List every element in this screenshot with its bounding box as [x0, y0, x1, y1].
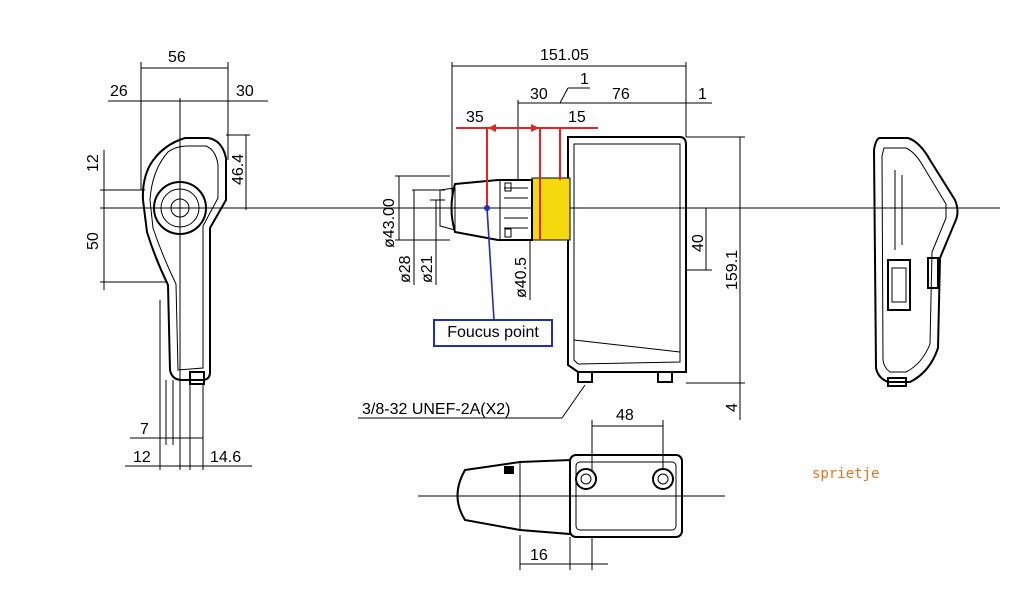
dim-gap-1: 1: [580, 71, 589, 88]
focus-point-label: Foucus point: [433, 319, 553, 347]
signature-text: sprietje: [812, 466, 880, 482]
dim-48: 48: [616, 407, 634, 424]
dim-dia-40-5: ø40.5: [513, 257, 530, 298]
dim-46-4: 46.4: [230, 154, 247, 185]
dim-12-top: 12: [85, 154, 102, 172]
dim-gap-1-right: 1: [698, 86, 707, 103]
dim-50: 50: [85, 232, 102, 250]
rear-view: [872, 137, 959, 387]
dim-dia-21: ø21: [419, 255, 436, 283]
dim-12-base: 12: [133, 449, 151, 466]
side-view-dimensions: 151.05 1 30 76 1 35 15 ø43.00 ø28 ø21 ø4…: [362, 47, 741, 418]
dim-56: 56: [168, 49, 186, 66]
dim-151-05: 151.05: [540, 47, 589, 64]
thread-spec: 3/8-32 UNEF-2A(X2): [362, 401, 511, 418]
dim-30: 30: [236, 83, 254, 100]
dim-76: 76: [612, 86, 630, 103]
highlight-ring: [531, 177, 571, 241]
dim-16: 16: [530, 547, 548, 564]
dim-26: 26: [110, 83, 128, 100]
front-view-dimensions: 56 26 30 12 46.4 50 7 12 14.6: [85, 49, 254, 466]
side-view: [358, 62, 745, 420]
dim-14-6: 14.6: [210, 449, 241, 466]
dim-dia-43: ø43.00: [381, 198, 398, 248]
bottom-view-dimensions: 48 16: [530, 407, 634, 564]
dim-4: 4: [724, 403, 741, 412]
bottom-view: [418, 420, 725, 570]
front-view: [100, 62, 1000, 470]
dim-7: 7: [140, 421, 149, 438]
dim-35: 35: [466, 109, 484, 126]
dim-dia-28: ø28: [397, 255, 414, 283]
dim-40: 40: [690, 234, 707, 252]
dim-159-1: 159.1: [724, 250, 741, 290]
dim-30-side: 30: [530, 86, 548, 103]
dim-15: 15: [568, 109, 586, 126]
